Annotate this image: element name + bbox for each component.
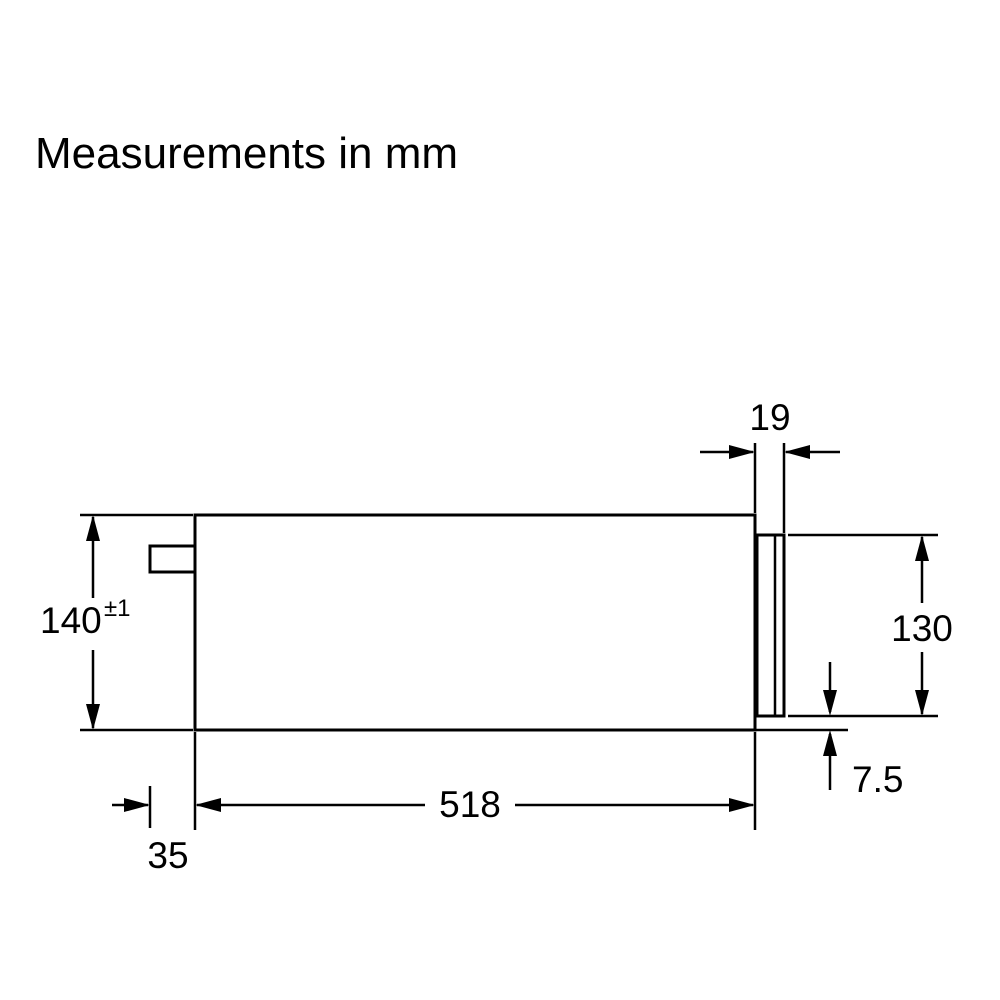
dim-label-panel-thickness: 19 <box>749 397 790 438</box>
arrowhead-up <box>823 730 837 756</box>
arrowhead-right <box>729 445 755 459</box>
diagram-title: Measurements in mm <box>35 129 458 178</box>
arrowhead-left <box>195 798 221 812</box>
dimension-panel-thickness: 19 <box>700 397 840 533</box>
appliance-outline <box>148 513 786 732</box>
appliance-body <box>193 513 757 732</box>
dimension-body-height: 140 ±1 <box>40 513 193 732</box>
dimension-plug-protrusion: 35 <box>112 786 189 876</box>
dim-label-body-height-tolerance: ±1 <box>104 595 131 622</box>
arrowhead-down <box>823 690 837 716</box>
dimension-panel-height: 130 <box>788 533 953 718</box>
arrowhead-left <box>784 445 810 459</box>
arrowhead-down <box>86 704 100 730</box>
dim-label-panel-bottom-offset: 7.5 <box>852 759 903 800</box>
arrowhead-right <box>729 798 755 812</box>
dim-label-panel-height: 130 <box>891 608 953 649</box>
arrowhead-up <box>915 535 929 561</box>
dim-label-body-height: 140 <box>40 600 102 641</box>
dimension-panel-bottom-offset: 7.5 <box>755 662 903 800</box>
arrowhead-down <box>915 690 929 716</box>
dim-label-plug-protrusion: 35 <box>147 835 188 876</box>
plug-connector <box>148 544 197 574</box>
dimension-body-width: 518 <box>193 732 757 830</box>
front-panel <box>755 533 786 718</box>
dim-label-body-width: 518 <box>439 784 501 825</box>
arrowhead-up <box>86 515 100 541</box>
arrowhead-right <box>124 798 150 812</box>
